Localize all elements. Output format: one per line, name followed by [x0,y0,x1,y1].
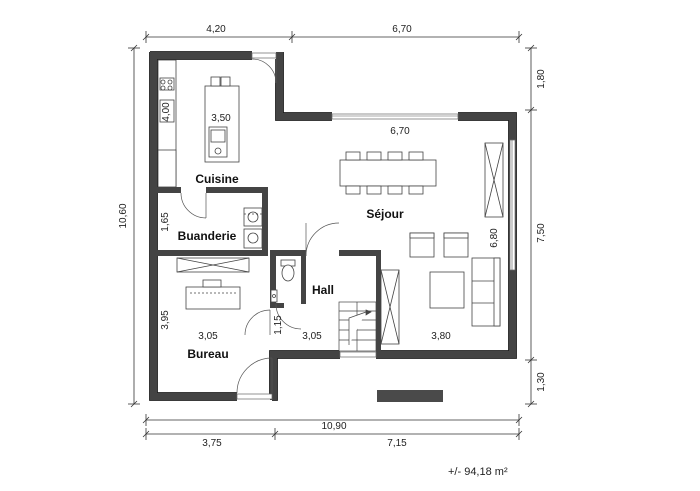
room-dim-hall-width: 3,05 [302,331,322,342]
dimension-lines [128,31,537,440]
interior-walls [157,187,381,351]
room-dim-cuisine-height: 4,00 [161,102,172,122]
dim-bottom-right: 7,15 [387,438,407,449]
dim-left-total: 10,60 [118,203,129,228]
room-name-sejour: Séjour [366,207,404,221]
laundry-furniture [243,207,263,249]
room-dim-buanderie-height: 1,65 [160,212,171,232]
room-dim-bureau-width: 3,05 [198,331,218,342]
living-furniture [339,142,504,345]
room-dim-sejour-height: 6,80 [489,228,500,248]
dim-right-middle: 7,50 [536,223,547,243]
doors [180,58,340,394]
dimension-labels: 4,20 6,70 10,60 1,80 7,50 1,30 10,90 3,7… [118,24,547,449]
dim-bottom-total: 10,90 [321,421,346,432]
room-name-bureau: Bureau [187,347,228,361]
room-dim-wc-height: 1,15 [273,315,284,335]
dim-bottom-left: 3,75 [202,438,222,449]
staircase [338,301,377,352]
dim-right-top: 1,80 [536,69,547,89]
kitchen-furniture [157,59,240,188]
room-dim-cuisine-width: 3,50 [211,113,231,124]
windows [236,52,516,400]
dim-top-left: 4,20 [206,24,226,35]
room-dim-sejour-width: 6,70 [390,126,410,137]
glazing [332,115,513,270]
room-name-buanderie: Buanderie [178,229,237,243]
office-furniture [176,257,250,310]
wc-fixtures [270,259,296,303]
room-name-cuisine: Cuisine [195,172,239,186]
room-dim-sejour-width-bottom: 3,80 [431,331,451,342]
terrace-step [377,390,443,402]
dim-top-right: 6,70 [392,24,412,35]
room-labels: Cuisine Séjour Buanderie Hall Bureau 3,5… [160,102,500,361]
room-name-hall: Hall [312,283,334,297]
total-area: +/- 94,18 m² [448,466,508,478]
room-dim-bureau-height: 3,95 [160,310,171,330]
dim-right-bottom: 1,30 [536,372,547,392]
